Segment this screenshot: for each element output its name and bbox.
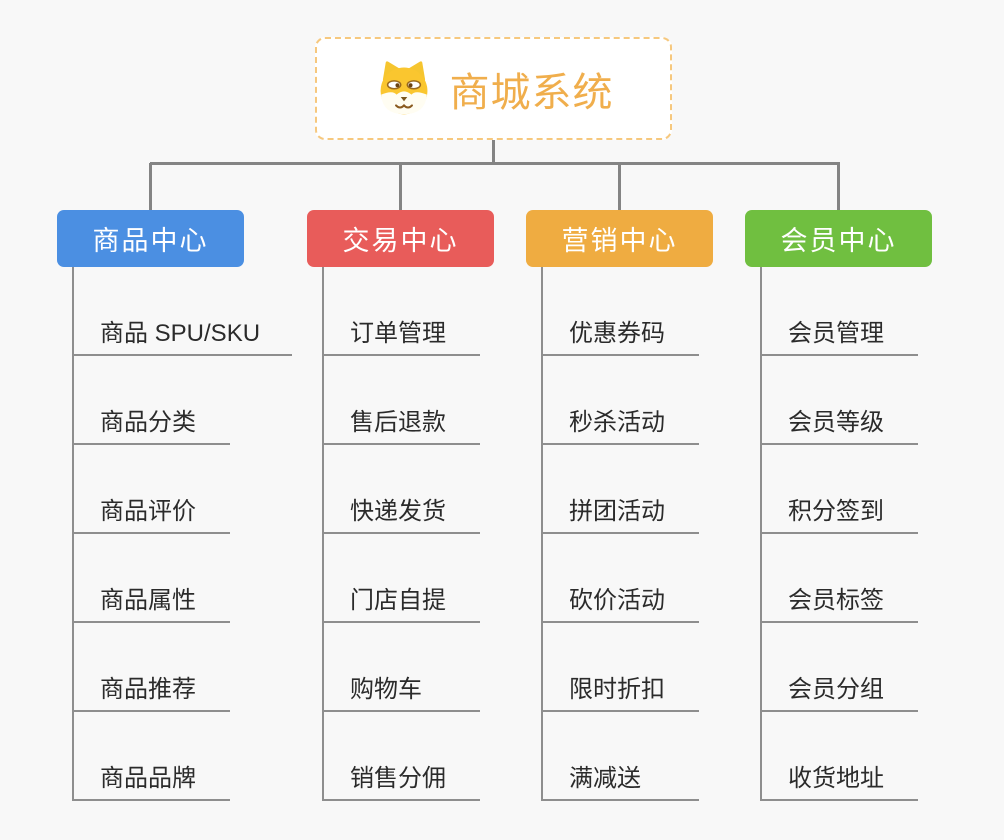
sub-topic[interactable]: 优惠券码 bbox=[541, 267, 699, 356]
sub-topic-label: 会员标签 bbox=[788, 586, 884, 614]
branch: 交易中心 订单管理 售后退款 快递发货 门店自提 购物车 销售分佣 bbox=[307, 163, 567, 823]
sub-topic-label: 拼团活动 bbox=[569, 497, 665, 525]
branch-spine-line bbox=[72, 267, 74, 801]
branch-spine-line bbox=[541, 267, 543, 801]
sub-topic-label: 商品属性 bbox=[100, 586, 196, 614]
branch-spine-line bbox=[760, 267, 762, 801]
sub-topic[interactable]: 商品属性 bbox=[72, 534, 230, 623]
sub-topic[interactable]: 商品推荐 bbox=[72, 623, 230, 712]
branch-connector-stub bbox=[618, 163, 621, 210]
branch-bus-line bbox=[150, 162, 840, 165]
sub-topic[interactable]: 商品 SPU/SKU bbox=[72, 267, 293, 356]
sub-topic[interactable]: 收货地址 bbox=[760, 712, 918, 801]
branch: 商品中心 商品 SPU/SKU 商品分类 商品评价 商品属性 商品推荐 商品品牌 bbox=[57, 163, 317, 823]
sub-topic[interactable]: 限时折扣 bbox=[541, 623, 699, 712]
root-node[interactable]: 商城系统 bbox=[315, 37, 672, 140]
sub-topic[interactable]: 会员管理 bbox=[760, 267, 918, 356]
sub-topic[interactable]: 会员标签 bbox=[760, 534, 918, 623]
branch-label: 营销中心 bbox=[561, 226, 678, 256]
sub-topic[interactable]: 秒杀活动 bbox=[541, 356, 699, 445]
sub-topic[interactable]: 售后退款 bbox=[322, 356, 480, 445]
sub-topic[interactable]: 拼团活动 bbox=[541, 445, 699, 534]
branch-items: 订单管理 售后退款 快递发货 门店自提 购物车 销售分佣 bbox=[322, 267, 480, 801]
branch-connector-stub bbox=[399, 163, 402, 210]
sub-topic-label: 秒杀活动 bbox=[569, 408, 665, 436]
branch-node-3[interactable]: 营销中心 bbox=[526, 210, 713, 267]
branch-label: 交易中心 bbox=[342, 226, 459, 256]
sub-topic-label: 购物车 bbox=[350, 675, 422, 703]
branch-node-1[interactable]: 商品中心 bbox=[57, 210, 244, 267]
sub-topic[interactable]: 销售分佣 bbox=[322, 712, 480, 801]
branch-items: 会员管理 会员等级 积分签到 会员标签 会员分组 收货地址 bbox=[760, 267, 918, 801]
branch-label: 商品中心 bbox=[92, 226, 209, 256]
branch-items: 商品 SPU/SKU 商品分类 商品评价 商品属性 商品推荐 商品品牌 bbox=[72, 267, 293, 801]
sub-topic[interactable]: 门店自提 bbox=[322, 534, 480, 623]
sub-topic-label: 砍价活动 bbox=[569, 586, 665, 614]
sub-topic-label: 商品推荐 bbox=[100, 675, 196, 703]
sub-topic[interactable]: 商品分类 bbox=[72, 356, 230, 445]
branch-node-2[interactable]: 交易中心 bbox=[307, 210, 494, 267]
sub-topic[interactable]: 满减送 bbox=[541, 712, 699, 801]
sub-topic-label: 商品评价 bbox=[100, 497, 196, 525]
branch: 营销中心 优惠券码 秒杀活动 拼团活动 砍价活动 限时折扣 满减送 bbox=[526, 163, 786, 823]
sub-topic-label: 会员分组 bbox=[788, 675, 884, 703]
sub-topic-label: 商品分类 bbox=[100, 408, 196, 436]
sub-topic-label: 售后退款 bbox=[350, 408, 446, 436]
branch-connector-stub bbox=[837, 163, 840, 210]
sub-topic-label: 商品 SPU/SKU bbox=[100, 319, 261, 347]
sub-topic-label: 销售分佣 bbox=[350, 764, 446, 792]
sub-topic[interactable]: 商品品牌 bbox=[72, 712, 230, 801]
sub-topic-label: 限时折扣 bbox=[569, 675, 665, 703]
sub-topic-label: 积分签到 bbox=[788, 497, 884, 525]
branch-node-4[interactable]: 会员中心 bbox=[745, 210, 932, 267]
sub-topic-label: 快递发货 bbox=[350, 497, 446, 525]
sub-topic-label: 商品品牌 bbox=[100, 764, 196, 792]
sub-topic[interactable]: 购物车 bbox=[322, 623, 480, 712]
sub-topic-label: 满减送 bbox=[569, 764, 641, 792]
branch: 会员中心 会员管理 会员等级 积分签到 会员标签 会员分组 收货地址 bbox=[745, 163, 1004, 823]
root-connector-stub bbox=[492, 140, 495, 165]
sub-topic-label: 会员管理 bbox=[788, 319, 884, 347]
dog-icon bbox=[380, 60, 427, 114]
branch-label: 会员中心 bbox=[780, 226, 897, 256]
branch-spine-line bbox=[322, 267, 324, 801]
sub-topic-label: 优惠券码 bbox=[569, 319, 665, 347]
sub-topic[interactable]: 商品评价 bbox=[72, 445, 230, 534]
sub-topic[interactable]: 砍价活动 bbox=[541, 534, 699, 623]
sub-topic-label: 收货地址 bbox=[788, 764, 884, 792]
sub-topic[interactable]: 积分签到 bbox=[760, 445, 918, 534]
sub-topic[interactable]: 会员分组 bbox=[760, 623, 918, 712]
root-title: 商城系统 bbox=[449, 70, 614, 115]
branch-items: 优惠券码 秒杀活动 拼团活动 砍价活动 限时折扣 满减送 bbox=[541, 267, 699, 801]
branch-connector-stub bbox=[149, 163, 152, 210]
sub-topic[interactable]: 订单管理 bbox=[322, 267, 480, 356]
sub-topic-label: 会员等级 bbox=[788, 408, 884, 436]
sub-topic[interactable]: 快递发货 bbox=[322, 445, 480, 534]
sub-topic-label: 门店自提 bbox=[350, 586, 446, 614]
sub-topic[interactable]: 会员等级 bbox=[760, 356, 918, 445]
sub-topic-label: 订单管理 bbox=[350, 319, 446, 347]
